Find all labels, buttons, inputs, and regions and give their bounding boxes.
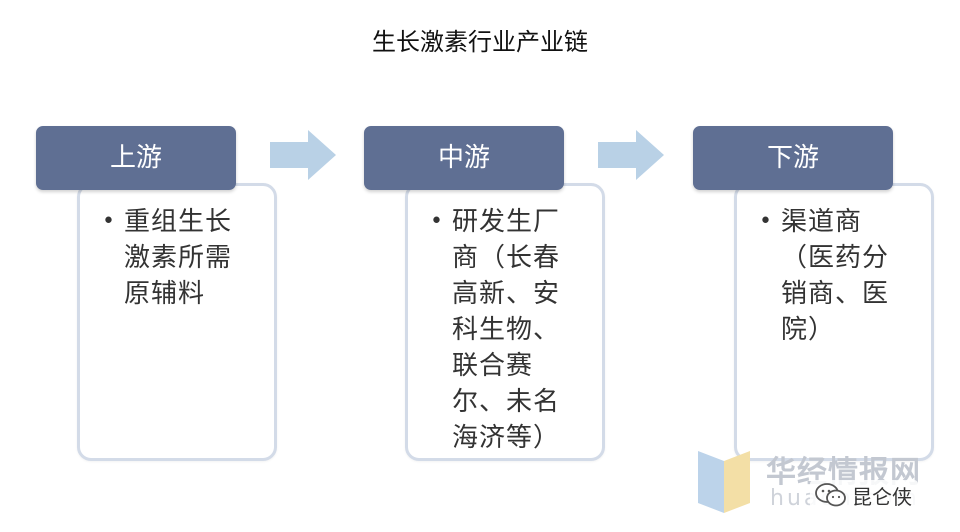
right-arrow-icon <box>598 130 664 180</box>
stage-downstream-text: • 渠道商（医药分销商、医院） <box>759 204 915 348</box>
wechat-account-badge: 昆仑侠 <box>810 480 918 510</box>
stage-upstream-header: 上游 <box>36 126 236 190</box>
stage-midstream-description: 研发生厂商（长春高新、安科生物、联合赛尔、未名海济等） <box>452 207 561 453</box>
bullet-icon: • <box>102 209 115 234</box>
wechat-icon <box>815 483 846 507</box>
stage-upstream-box: • 重组生长激素所需原辅料 <box>77 183 277 461</box>
right-arrow-icon <box>270 130 336 180</box>
stage-downstream-header: 下游 <box>693 126 893 190</box>
stage-downstream-description: 渠道商（医药分销商、医院） <box>781 207 890 345</box>
bullet-icon: • <box>430 209 443 234</box>
wechat-account-name: 昆仑侠 <box>852 484 912 509</box>
bullet-icon: • <box>759 209 772 234</box>
stage-upstream-text: • 重组生长激素所需原辅料 <box>102 204 258 312</box>
stage-midstream-header: 中游 <box>364 126 564 190</box>
huajing-logo-icon <box>698 451 750 513</box>
stage-upstream-description: 重组生长激素所需原辅料 <box>124 207 233 309</box>
page-title: 生长激素行业产业链 <box>372 28 588 56</box>
stage-midstream-text: • 研发生厂商（长春高新、安科生物、联合赛尔、未名海济等） <box>430 204 586 456</box>
stage-midstream-box: • 研发生厂商（长春高新、安科生物、联合赛尔、未名海济等） <box>405 183 605 461</box>
stage-downstream-box: • 渠道商（医药分销商、医院） <box>734 183 934 461</box>
